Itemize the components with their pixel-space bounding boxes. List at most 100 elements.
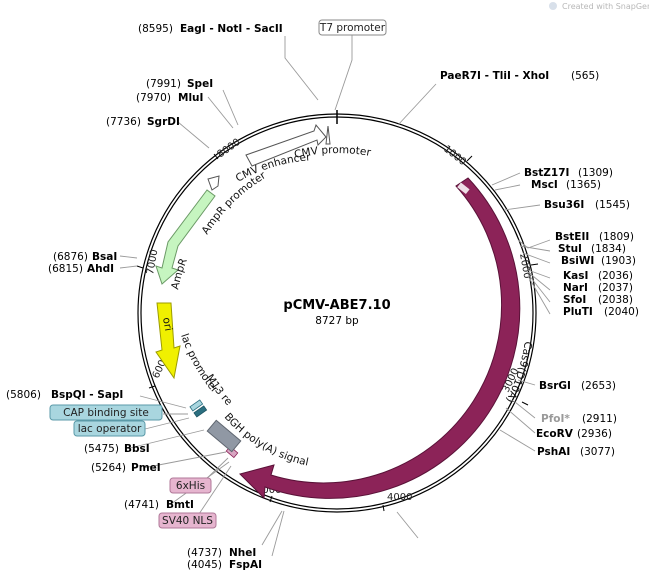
cas9-arrow [239, 177, 521, 500]
svg-text:EcoRV: EcoRV [536, 428, 574, 440]
svg-text:(1309): (1309) [578, 167, 613, 179]
svg-text:NheI: NheI [229, 547, 256, 559]
site-sgrdi: (7736) SgrDI [106, 116, 180, 128]
svg-text:(4045): (4045) [187, 559, 222, 571]
site-bbsi: (5475) BbsI [84, 443, 150, 455]
svg-text:BsrGI: BsrGI [539, 380, 571, 392]
site-kasi: KasI (2036) [563, 270, 633, 282]
site-paer7i-tlii-xhoi: PaeR7I - TliI - XhoI (565) [440, 70, 599, 82]
cas9-start-mark [457, 182, 470, 195]
site-msci: MscI (1365) [531, 179, 601, 191]
site-mlui: (7970) MluI [136, 92, 203, 104]
site-nhei: (4045) FspAI [187, 559, 262, 571]
site-sfoi: SfoI (2038) [563, 294, 633, 306]
his-tag-box: 6xHis [169, 477, 212, 494]
site-pmei: (5264) PmeI [91, 462, 161, 474]
svg-text:(8595): (8595) [138, 23, 173, 35]
svg-text:FspAI: FspAI [229, 559, 262, 571]
t7-promoter-label: T7 promoter [319, 22, 386, 34]
svg-text:(1903): (1903) [601, 255, 636, 267]
svg-text:(5806): (5806) [6, 389, 41, 401]
his-tag-label: 6xHis [176, 480, 205, 492]
svg-text:(2936): (2936) [577, 428, 612, 440]
site-nari: NarI (2037) [563, 282, 633, 294]
tick-label-8000: 8000 [215, 137, 242, 161]
svg-text:(1365): (1365) [566, 179, 601, 191]
cap-binding-site-box: CAP binding site [49, 404, 163, 421]
cmv-promoter-arrow [325, 125, 331, 145]
svg-text:PshAI: PshAI [537, 446, 570, 458]
svg-text:(5475): (5475) [84, 443, 119, 455]
plasmid-name: pCMV-ABE7.10 [283, 298, 390, 313]
tick-label-4000: 4000 [387, 492, 412, 503]
site-bsteii: BstEII (1809) [555, 231, 634, 243]
cmv-enhancer-arrow [245, 123, 327, 167]
svg-text:PmeI: PmeI [131, 462, 161, 474]
svg-text:BstEII: BstEII [555, 231, 589, 243]
watermark-text: Created with SnapGene® [562, 2, 649, 11]
site-stui: StuI (1834) [558, 243, 626, 255]
sv40-nls-label: SV40 NLS [162, 515, 213, 527]
svg-text:KasI: KasI [563, 270, 588, 282]
ampr-arrow [155, 189, 216, 285]
svg-text:(2040): (2040) [604, 306, 639, 318]
svg-text:(3077): (3077) [580, 446, 615, 458]
svg-text:NarI: NarI [563, 282, 588, 294]
leader-lines [119, 35, 551, 557]
svg-text:AhdI: AhdI [87, 263, 114, 275]
lac-operator-box: lac operator [73, 420, 146, 437]
svg-text:BspQI - SapI: BspQI - SapI [51, 389, 123, 401]
site-ahdi: (6815) AhdI [48, 263, 114, 275]
tick-label-1000: 1000 [441, 144, 468, 168]
svg-text:PluTI: PluTI [563, 306, 593, 318]
site-eagi-noti-sacii: (8595) EagI - NotI - SacII [138, 23, 283, 35]
svg-text:(2036): (2036) [598, 270, 633, 282]
ori-arrow [155, 302, 181, 380]
site-pshai: PshAI (3077) [537, 446, 615, 458]
svg-text:(2038): (2038) [598, 294, 633, 306]
site-pluti: PluTI (2040) [563, 306, 639, 318]
site-agei: (4741) BmtI [124, 499, 194, 511]
svg-text:PfoI*: PfoI* [541, 413, 570, 425]
svg-text:BbsI: BbsI [124, 443, 150, 455]
t7-promoter-box: T7 promoter [318, 19, 387, 36]
sv40-nls-box: SV40 NLS [158, 512, 217, 529]
svg-text:SgrDI: SgrDI [147, 116, 180, 128]
svg-text:(6876): (6876) [53, 251, 88, 263]
svg-text:StuI: StuI [558, 243, 582, 255]
cmv-promoter-label: CMV promoter [293, 144, 372, 161]
site-ecorv: EcoRV (2936) [536, 428, 612, 440]
svg-text:MluI: MluI [178, 92, 203, 104]
svg-text:SfoI: SfoI [563, 294, 586, 306]
bgh-polya-box [206, 419, 242, 453]
svg-text:PaeR7I - TliI - XhoI: PaeR7I - TliI - XhoI [440, 70, 549, 82]
tick-label-5000: 5000 [256, 485, 281, 496]
cap-binding-site-label: CAP binding site [63, 407, 149, 419]
svg-text:(1545): (1545) [595, 199, 630, 211]
site-bspqi-sapi: (5806) BspQI - SapI [6, 389, 123, 401]
site-bstz17i: BstZ17I (1309) [524, 167, 613, 179]
svg-text:BstZ17I: BstZ17I [524, 167, 569, 179]
site-bsrgi: BsrGI (2653) [539, 380, 616, 392]
lac-operator-label: lac operator [78, 423, 142, 435]
svg-text:(2653): (2653) [581, 380, 616, 392]
svg-text:(7970): (7970) [136, 92, 171, 104]
site-bsu36i: Bsu36I (1545) [544, 199, 630, 211]
backbone [137, 113, 537, 513]
svg-text:(6815): (6815) [48, 263, 83, 275]
svg-text:(7991): (7991) [146, 78, 181, 90]
site-spei: (7991) SpeI [146, 78, 213, 90]
site-bmti: (4737) NheI [187, 547, 256, 559]
scale-ticks [136, 153, 539, 512]
svg-text:(7736): (7736) [106, 116, 141, 128]
plasmid-size: 8727 bp [315, 315, 359, 327]
svg-text:(4741): (4741) [124, 499, 159, 511]
site-pfoi: PfoI* (2911) [541, 413, 617, 425]
tick-label-2000: 2000 [517, 253, 532, 280]
ori-label: ori [160, 316, 174, 332]
svg-text:MscI: MscI [531, 179, 558, 191]
svg-text:BsaI: BsaI [92, 251, 117, 263]
svg-text:(2037): (2037) [598, 282, 633, 294]
svg-text:(5264): (5264) [91, 462, 126, 474]
